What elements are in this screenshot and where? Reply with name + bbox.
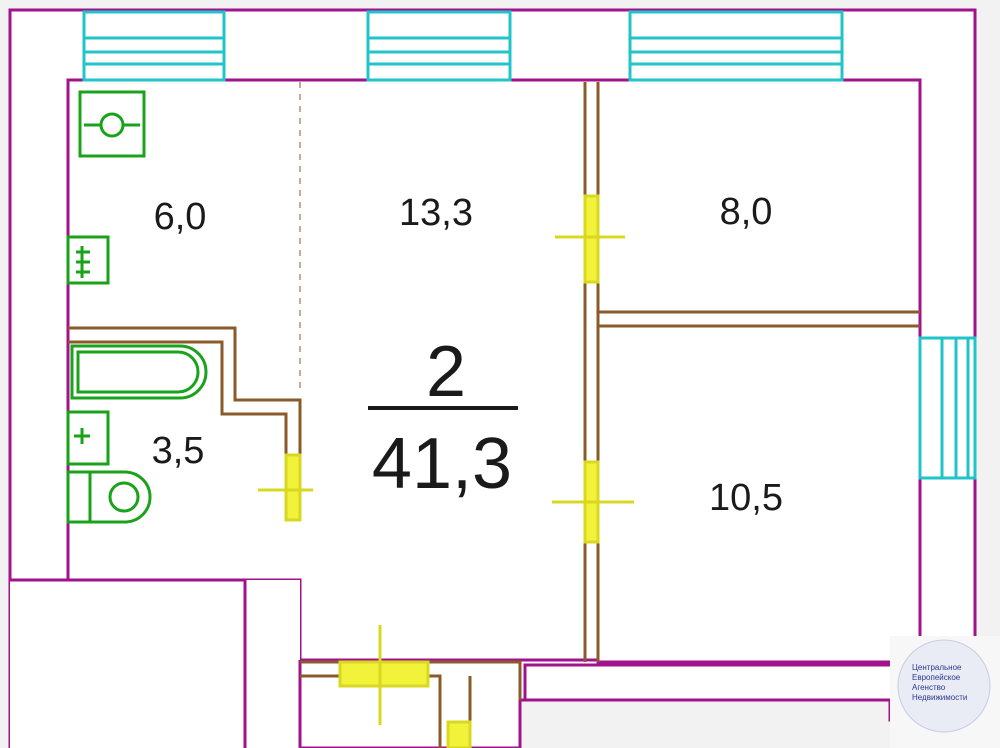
room-area-bedroom-top: 8,0	[720, 191, 773, 233]
total-area: 41,3	[372, 424, 512, 504]
windows	[82, 10, 977, 480]
door-bathroom	[258, 453, 313, 522]
agency-line1: Центральное	[912, 663, 962, 672]
doors	[258, 194, 634, 748]
window-top-right	[628, 10, 844, 82]
door-entrance	[338, 625, 430, 725]
total-label: 2 41,3	[368, 332, 518, 504]
interior	[10, 78, 975, 748]
toilet	[66, 470, 152, 524]
sink-kitchen	[78, 90, 146, 158]
room-labels: 6,0 13,3 8,0 3,5 10,5	[152, 191, 783, 519]
window-top-left	[82, 10, 226, 82]
agency-line2: Европейское	[912, 673, 961, 682]
logo-seal	[897, 639, 991, 733]
room-area-bathroom: 3,5	[152, 430, 205, 472]
window-right	[918, 336, 977, 480]
rooms-count: 2	[426, 332, 466, 412]
stove-kitchen	[66, 235, 110, 285]
agency-line4: Недвижимости	[912, 693, 967, 702]
bathtub	[70, 344, 208, 400]
door-corridor-bottom	[446, 720, 472, 748]
fixtures	[66, 90, 208, 524]
agency-logo: Центральное Европейское Агенство Недвижи…	[890, 636, 1000, 748]
bath-sink	[66, 410, 110, 466]
room-area-bedroom-bottom: 10,5	[709, 477, 783, 519]
door-bedroom-bottom	[552, 460, 634, 544]
door-bedroom-top	[555, 194, 625, 284]
window-top-center	[366, 10, 512, 82]
room-area-kitchen: 6,0	[154, 196, 207, 238]
room-area-living: 13,3	[399, 192, 473, 234]
agency-line3: Агенство	[912, 683, 946, 692]
